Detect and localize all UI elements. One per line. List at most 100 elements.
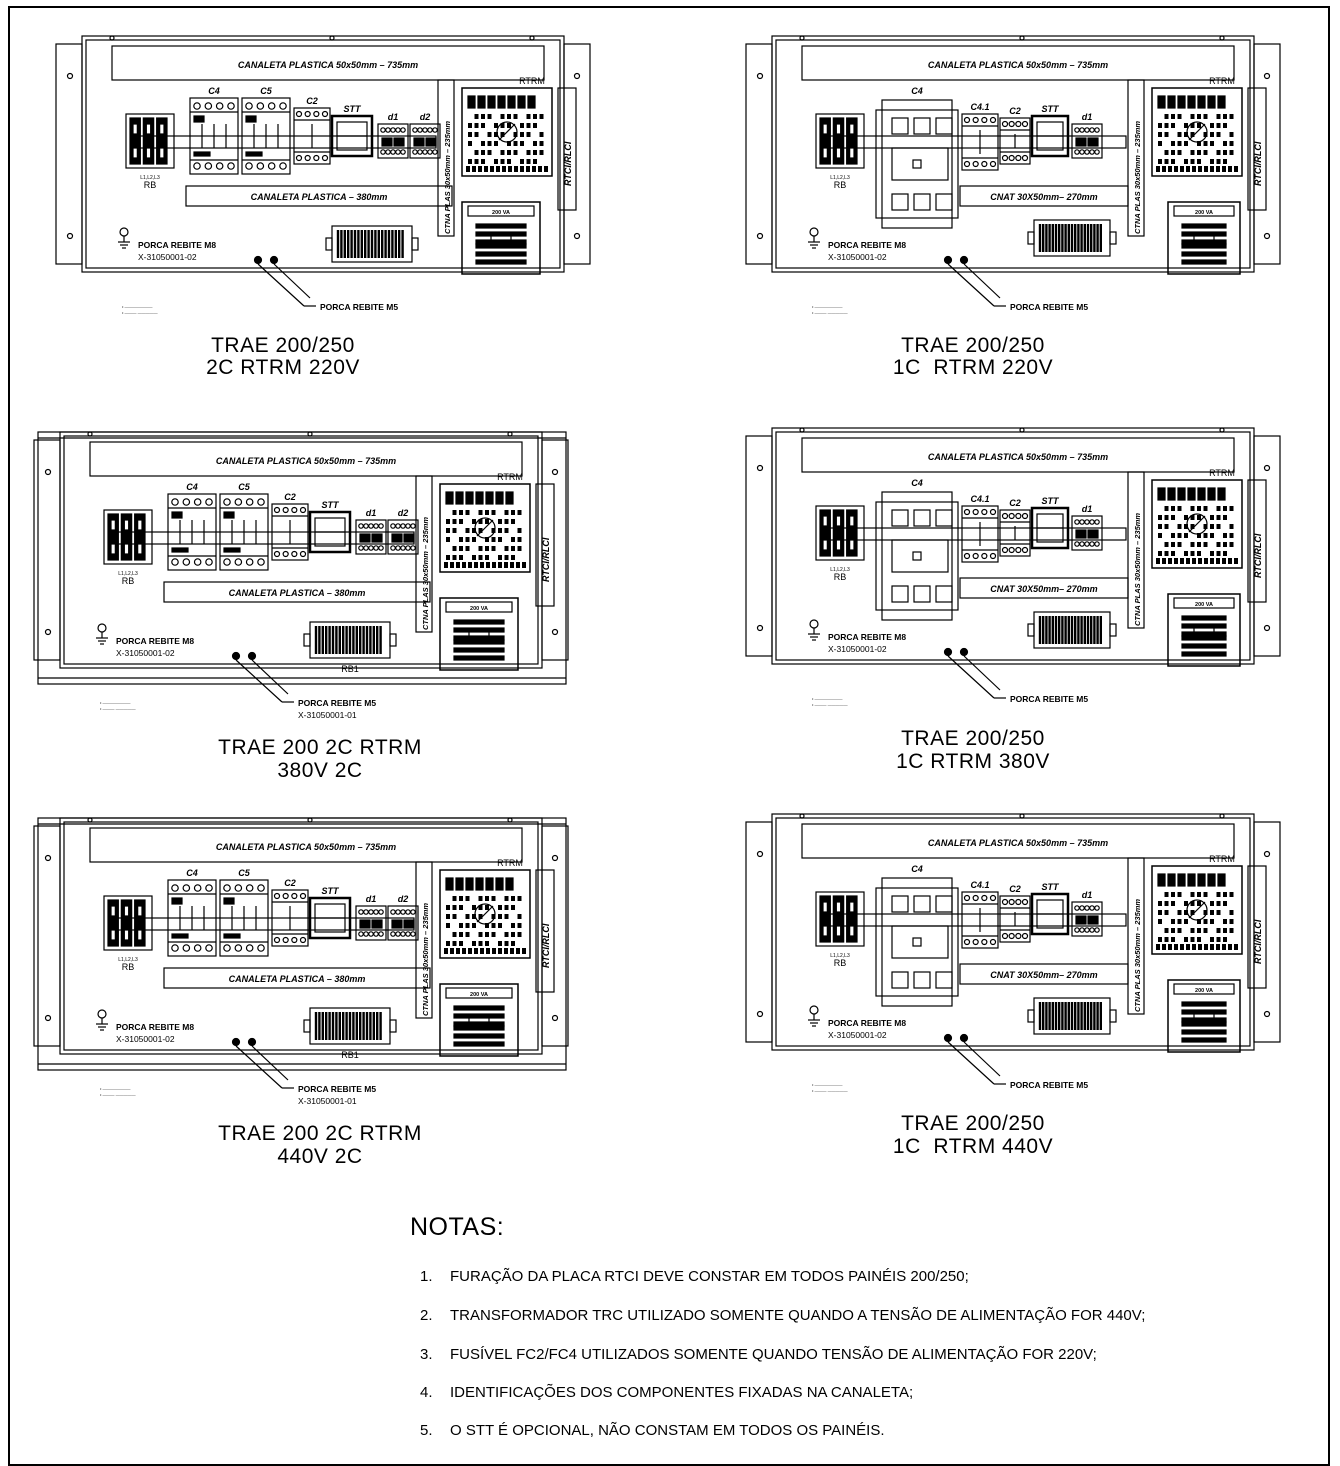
note-text: IDENTIFICAÇÕES DOS COMPONENTES FIXADAS N… [450,1384,914,1401]
transformer-va-label: 200 VA [1195,602,1213,608]
cnat-label: CNAT 30X50mm– 270mm [990,584,1097,594]
part-number-m8: X-31050001-02 [828,644,887,654]
canaleta-top [89,441,523,477]
rtci-label: RTCI/RLCI [541,923,551,968]
component-label: d2 [398,894,409,904]
canaleta-top-label: CANALETA PLASTICA 50x50mm – 735mm [928,838,1108,848]
component-label: C2 [1009,106,1021,116]
cnat-duct [959,963,1129,985]
stt-body [308,896,352,940]
component-label: STT [1042,104,1061,114]
transformer-va-label: 200 VA [470,992,488,998]
panel-title-p4-line1: TRAE 200/250 [901,727,1045,750]
component-label: C5 [238,482,250,492]
contactor-body [189,97,239,175]
component-label: C4 [186,868,198,878]
component-label: C4.1 [970,102,989,112]
transformer-plate [445,987,513,999]
rivet-m5 [247,651,257,661]
relay-body [999,509,1031,557]
cnat-duct [959,185,1129,207]
rtrm-label: RTRM [1209,76,1235,86]
left-flange [745,43,773,265]
rb-label: RB [834,180,847,190]
right-flange [541,825,569,1047]
stt-body [1030,114,1070,158]
transformer-va-label: 200 VA [492,210,510,216]
component-label: C2 [284,492,296,502]
canaleta-top-label: CANALETA PLASTICA 50x50mm – 735mm [216,842,396,852]
timer-body [1071,515,1103,551]
contactor-frame [875,501,959,611]
component-label: C2 [1009,498,1021,508]
rivet-m5 [943,1033,953,1043]
rivet-m5 [959,255,969,265]
stt-body [330,114,374,158]
component-label: d1 [1082,890,1093,900]
note-text: FUSÍVEL FC2/FC4 UTILIZADOS SOMENTE QUAND… [450,1346,1097,1363]
note-number: 4. [420,1384,433,1401]
panel-title-p5-line2: 440V 2C [277,1145,363,1168]
contactor-body [219,879,269,957]
porca-m5-label: PORCA REBITE M5 [1010,302,1088,312]
component-label: STT [344,104,363,114]
timer-body [377,123,409,159]
canaleta-bottom-label: CANALETA PLASTICA – 380mm [229,974,366,984]
canaleta-bottom [185,185,453,207]
vertical-duct [1127,857,1145,1015]
rb-phases-label: L1,L2,L3 [118,571,138,577]
note-item: 3.FUSÍVEL FC2/FC4 UTILIZADOS SOMENTE QUA… [420,1346,1097,1363]
panel-plate [771,35,1255,273]
part-number-m8: X-31050001-02 [828,1030,887,1040]
transformer-va-label: 200 VA [1195,988,1213,994]
porca-m8-label: PORCA REBITE M8 [138,240,216,250]
rtci-label: RTCI/RLCI [563,141,573,186]
footnote-mark: • ——— ————— [812,1088,848,1093]
rivet-m5 [943,647,953,657]
rb-label: RB [144,180,157,190]
rtrm-label: RTRM [1209,854,1235,864]
rb1-label: RB1 [341,1050,359,1060]
transformer-plate [1173,205,1235,217]
rtci-holder [1247,479,1267,603]
contactor-body [881,877,953,1007]
component-label: C4.1 [970,494,989,504]
part-number-m5: X-31050001-01 [298,710,357,720]
rtrm-board [439,869,531,959]
panel-title-p3-line1: TRAE 200 2C RTRM [218,736,422,759]
footnote-mark: • ——————— [812,696,843,701]
transformer-va-label: 200 VA [1195,210,1213,216]
component-label: d2 [420,112,431,122]
component-label: STT [1042,882,1061,892]
transformer-plate [467,205,535,217]
contactor-body [167,879,217,957]
cnat-label: CNAT 30X50mm– 270mm [990,970,1097,980]
panel-title-p6-line2: 1C RTRM 440V [892,1135,1054,1158]
left-flange [745,435,773,657]
rtrm-label: RTRM [519,76,545,86]
rivet-m5 [269,255,279,265]
rb1-label: RB1 [341,664,359,674]
timer-body [387,519,419,555]
porca-m5-label: PORCA REBITE M5 [1010,694,1088,704]
porca-m5-label: PORCA REBITE M5 [298,1084,376,1094]
rb-label: RB [834,958,847,968]
rtci-holder [1247,87,1267,211]
porca-m8-label: PORCA REBITE M8 [828,240,906,250]
rtci-holder [1247,865,1267,989]
notes-heading: NOTAS: [410,1213,505,1241]
rivet-m5 [943,255,953,265]
component-label: d1 [388,112,399,122]
note-text: O STT É OPCIONAL, NÃO CONSTAM EM TODOS O… [450,1422,885,1439]
note-item: 5.O STT É OPCIONAL, NÃO CONSTAM EM TODOS… [420,1422,885,1439]
part-number-m8: X-31050001-02 [138,252,197,262]
porca-m8-label: PORCA REBITE M8 [828,632,906,642]
vertical-duct [1127,79,1145,237]
canaleta-top-label: CANALETA PLASTICA 50x50mm – 735mm [238,60,418,70]
panel-title-p6-line1: TRAE 200/250 [901,1112,1045,1135]
timer-body [355,519,387,555]
rivet-m5 [959,1033,969,1043]
transformer-body [439,983,519,1057]
